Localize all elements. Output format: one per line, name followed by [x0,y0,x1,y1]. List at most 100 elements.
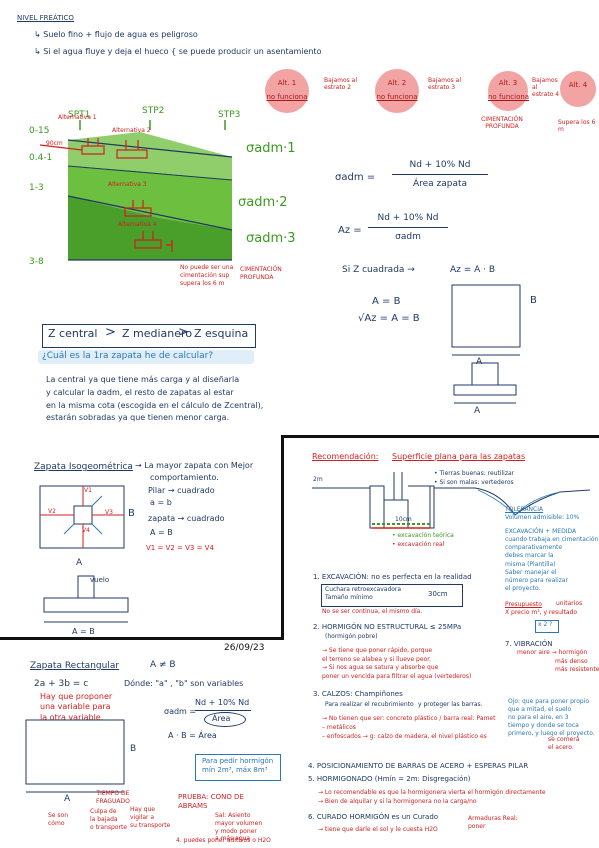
excavacion-legend: • excavación teórica • excavación real [392,532,454,548]
z-medianero: Z medianero [122,327,193,340]
iso-note-1: → La mayor zapata con Mejor [135,461,254,470]
hormigon-note-box [195,754,281,781]
step-6-note: → tiene que darle el sol y le cuesta H2O [318,826,438,833]
bajamos-1: Bajamos al estrato 2 [324,77,358,91]
divider-top [281,435,599,438]
sigma-adm-1: σadm·1 [246,141,296,156]
sigma-adm-3: σadm·3 [246,231,296,246]
alternativa-4: Alternativa 4 [118,221,157,228]
step-2-sub: (hormigón pobre) [325,633,378,640]
alt-4-circle: Alt. 4 [560,71,596,107]
formula-1-den: Área zapata [412,179,468,189]
label-90cm: 90cm [46,140,63,147]
sq-a-label-2: A [474,406,481,416]
vibracion: 7. VIBRACIÓN menor aire → hormigón más d… [505,640,599,673]
answer: La central ya que tiene más carga y al d… [46,375,264,423]
step-1: 1. EXCAVACIÓN: no es perfecta en la real… [313,573,472,581]
alternativa-2: Alternativa 2 [112,127,151,134]
excavation-sketch [312,472,591,529]
cuadrada-rhs: Az = A · B [450,265,496,275]
x2: x 2 ? [538,621,553,628]
dim-10cm: 10cm [395,516,412,523]
alternativa-3: Alternativa 3 [108,181,147,188]
vibracion-note: Ojo: que para poner propio que a mitad, … [508,698,595,738]
x2-box [535,620,559,633]
iso-AB: A = B [150,528,173,537]
iso-zapata: zapata → cuadrado [148,514,225,523]
depth-4: 3-8 [29,257,44,267]
depth-2: 0.4-1 [29,153,53,163]
iso-title: Zapata Isogeométrica [34,462,133,472]
step-1-note: No se ser continua, el mismo día. [322,608,423,615]
sigma-adm-2: σadm·2 [238,195,288,210]
alt-3-circle: Alt. 3 no funciona [488,71,529,111]
intro-line-2: ↳ Si el agua fluye y deja el hueco { se … [34,47,322,56]
armaduras-real: Armaduras Real:poner [468,815,518,830]
iso-v4: V4 [82,527,90,534]
rect-title: Zapata Rectangular [30,661,120,671]
formula-1-num: Nd + 10% Nd [409,160,471,170]
recom-title-2: Superficie plana para las zapatas [392,452,526,461]
formula-1-bar [392,174,488,175]
supera-6m: Supera los 6 m [558,119,596,133]
formula-2-lhs: Az = [338,225,362,236]
iso-footing-section [43,575,129,623]
formula-1-lhs: σadm = [335,172,376,183]
divider-vertical-upper [281,435,284,640]
soil-layer-3 [68,196,232,260]
alt-1-circle: Alt. 1 no funciona [265,69,309,113]
spt-3-label: STP3 [218,110,241,120]
gt-2: > [178,325,189,340]
iso-vuelo: vuelo [90,576,110,584]
bajamos-2: Bajamos al estrato 3 [428,77,462,91]
iso-bottom: A = B [72,627,95,636]
bajamos-3: Bajamos al estrato 4 [532,77,560,98]
rect-num: Nd + 10% Nd [195,698,250,707]
step-5-notes: → Lo recomendable es que la hormigonera … [318,789,546,805]
cuchara-30cm: 30cm [428,590,448,598]
spt-2-label: STP2 [142,106,165,116]
page-title: NIVEL FREÁTICO [17,14,74,22]
iso-v3: V3 [105,509,113,516]
iso-v-eq: V1 = V2 = V3 = V4 [146,544,214,552]
cuchara-box [321,584,463,607]
iso-v2: V2 [48,508,56,515]
square-footing-sketch [451,284,521,404]
iso-ab: a = b [150,498,172,507]
alt-2-circle: Alt. 2 no funciona [375,69,419,113]
depth-1: 0-15 [29,126,50,136]
question: ¿Cuál es la 1ra zapata he de calcular? [42,351,214,361]
gt-1: > [105,325,116,340]
alternativa-1: Alternativa 1 [58,114,97,121]
iso-note-2: comportamiento. [150,473,219,482]
soil-layer-2 [68,166,232,230]
z-order-box [42,324,256,348]
rect-cond: A ≠ B [150,660,176,670]
depth-3: 1-3 [29,183,44,193]
rect-axb: A · B = Área [168,731,217,740]
rect-eq: 2a + 3b = c [34,679,89,689]
iso-v1: V1 [84,487,92,494]
z-esquina: Z esquina [194,327,249,340]
rect-a-label: A [64,794,71,804]
formula-2-den: σadm [395,232,421,242]
rect-bar [195,710,251,711]
intro-line-1: ↳ Suelo fino + flujo de agua es peligros… [34,30,198,39]
ab-eq-1: A = B [372,296,401,307]
prueba-extra: 4. puedes poner aditivos o H2O [176,837,271,844]
rect-donde: Dónde: "a" , "b" son variables [124,679,244,688]
step-3-b: y proteger las barras. [418,701,483,708]
cimentacion-profunda-top: CIMENTACIÓN PROFUNDA [481,116,523,130]
spt-1-label: SPT1 [68,110,91,120]
